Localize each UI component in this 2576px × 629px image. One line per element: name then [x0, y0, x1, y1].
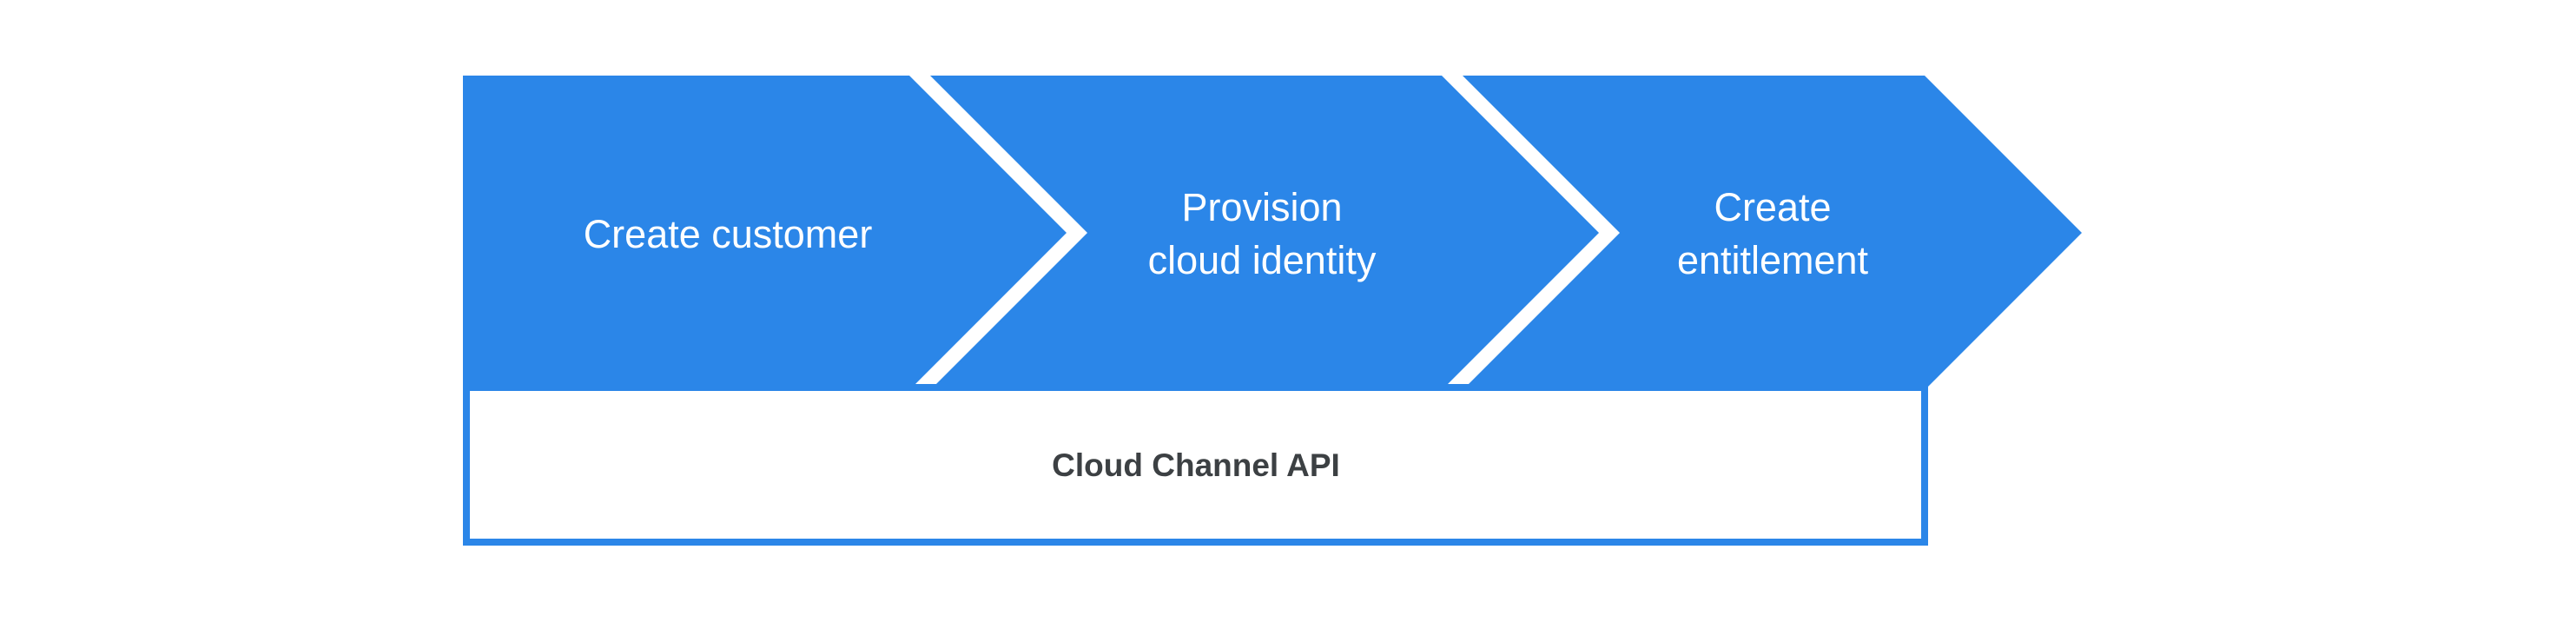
api-bar: [470, 391, 1921, 539]
provision-cloud-identity-label-line1: Provision: [1181, 185, 1342, 229]
provision-cloud-identity-label-line2: cloud identity: [1148, 238, 1377, 282]
create-entitlement-label-line1: Create: [1714, 185, 1831, 229]
api-bar-label: Cloud Channel API: [1052, 447, 1340, 483]
chevron-create-customer: [463, 76, 1067, 390]
chevron-create-entitlement: [1463, 76, 2082, 390]
chevron-provision-cloud-identity: [930, 76, 1599, 390]
create-customer-label: Create customer: [584, 212, 873, 256]
create-entitlement-label-line2: entitlement: [1677, 238, 1869, 282]
